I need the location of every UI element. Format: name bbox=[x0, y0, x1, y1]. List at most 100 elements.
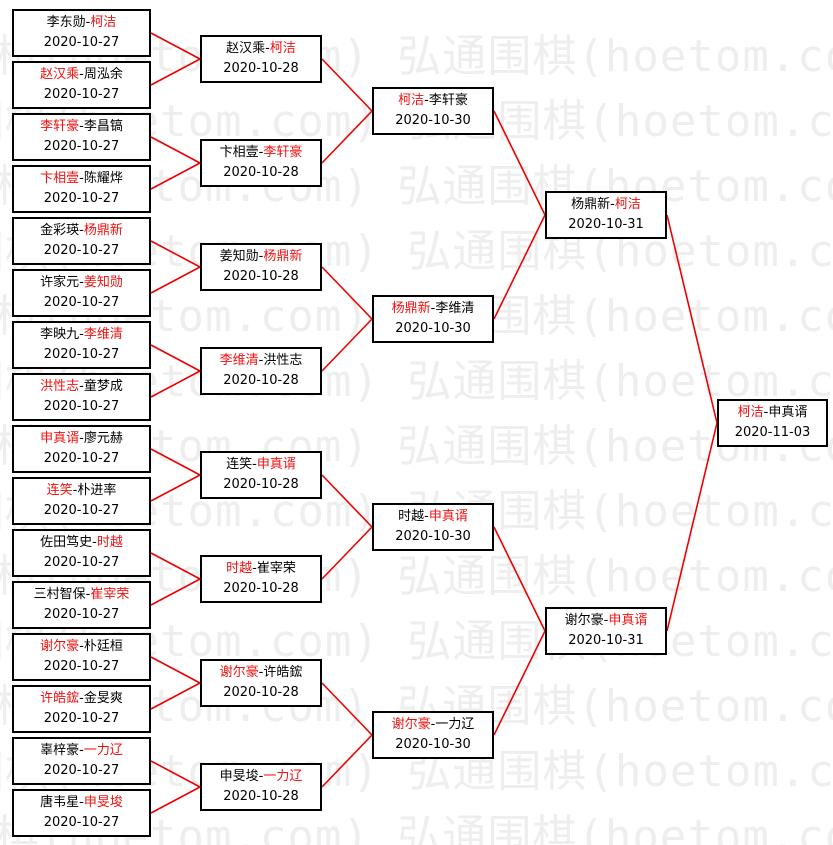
match-date: 2020-10-27 bbox=[43, 243, 120, 258]
match-date: 2020-10-27 bbox=[43, 711, 120, 726]
winner-name: 申旻埈 bbox=[83, 795, 123, 810]
match-date: 2020-11-03 bbox=[734, 425, 811, 440]
match-date: 2020-10-27 bbox=[43, 87, 120, 102]
separator: - bbox=[79, 743, 84, 758]
separator: - bbox=[763, 405, 769, 420]
match-date: 2020-10-28 bbox=[223, 165, 299, 180]
match-players: 李东勋-柯洁 bbox=[14, 13, 149, 33]
separator: - bbox=[79, 379, 84, 394]
separator: - bbox=[79, 67, 84, 82]
match-players: 许家元-姜知勋 bbox=[14, 273, 149, 293]
match-date: 2020-10-27 bbox=[43, 815, 120, 830]
winner-name: 一力辽 bbox=[83, 743, 123, 758]
separator: - bbox=[72, 483, 78, 498]
separator: - bbox=[79, 795, 84, 810]
match-date: 2020-10-27 bbox=[43, 659, 120, 674]
winner-name: 李轩豪 bbox=[263, 145, 303, 160]
connector-line bbox=[321, 266, 373, 320]
match-date: 2020-10-27 bbox=[43, 555, 120, 570]
match-players: 姜知勋-杨鼎新 bbox=[202, 247, 320, 267]
match-box-r5: 柯洁-申真谞 2020-11-03 bbox=[717, 399, 828, 447]
match-players: 辜梓豪-一力辽 bbox=[14, 741, 149, 761]
separator: - bbox=[610, 197, 615, 212]
connector-line bbox=[150, 240, 201, 268]
match-date: 2020-10-27 bbox=[43, 139, 120, 154]
connector-line bbox=[321, 318, 373, 372]
match-date: 2020-10-27 bbox=[43, 191, 120, 206]
player-name: 李东勋 bbox=[46, 15, 86, 30]
match-players: 连笑-朴进率 bbox=[14, 481, 149, 501]
winner-name: 柯洁 bbox=[398, 93, 425, 108]
match-players: 卞相壹-陈耀烨 bbox=[14, 169, 149, 189]
separator: - bbox=[79, 639, 84, 654]
winner-name: 谢尔豪 bbox=[391, 717, 431, 732]
player-name: 崔宰荣 bbox=[256, 561, 296, 576]
separator: - bbox=[252, 457, 257, 472]
match-players: 李轩豪-李昌镐 bbox=[14, 117, 149, 137]
separator: - bbox=[265, 41, 270, 56]
player-name: 童梦成 bbox=[83, 379, 123, 394]
match-box-r2: 连笑-申真谞 2020-10-28 bbox=[200, 451, 322, 499]
connector-line bbox=[493, 214, 546, 320]
winner-name: 谢尔豪 bbox=[219, 665, 259, 680]
connector-line bbox=[150, 656, 201, 684]
player-name: 申旻埈 bbox=[219, 769, 259, 784]
player-name: 辜梓豪 bbox=[40, 743, 80, 758]
connector-line bbox=[666, 422, 718, 632]
winner-name: 李轩豪 bbox=[40, 119, 80, 134]
match-players: 杨鼎新-李维清 bbox=[374, 299, 492, 319]
winner-name: 申真谞 bbox=[40, 431, 80, 446]
match-date: 2020-10-27 bbox=[43, 35, 120, 50]
match-box-r1: 金彩瑛-杨鼎新 2020-10-27 bbox=[12, 217, 151, 265]
winner-name: 柯洁 bbox=[737, 405, 764, 420]
match-date: 2020-10-27 bbox=[43, 451, 120, 466]
connector-line bbox=[321, 58, 373, 112]
separator: - bbox=[430, 717, 436, 732]
player-name: 佐田笃史 bbox=[40, 535, 93, 550]
winner-name: 申真谞 bbox=[256, 457, 296, 472]
match-box-r1: 连笑-朴进率 2020-10-27 bbox=[12, 477, 151, 525]
match-players: 赵汉乘-柯洁 bbox=[202, 39, 320, 59]
winner-name: 李维清 bbox=[219, 353, 259, 368]
separator: - bbox=[79, 431, 84, 446]
match-date: 2020-10-27 bbox=[43, 295, 120, 310]
connector-line bbox=[150, 344, 201, 372]
player-name: 卞相壹 bbox=[219, 145, 259, 160]
separator: - bbox=[85, 587, 91, 602]
match-date: 2020-10-27 bbox=[43, 503, 120, 518]
match-box-r1: 李东勋-柯洁 2020-10-27 bbox=[12, 9, 151, 57]
winner-name: 李维清 bbox=[83, 327, 123, 342]
winner-name: 姜知勋 bbox=[83, 275, 123, 290]
separator: - bbox=[92, 535, 97, 550]
match-players: 李维清-洪性志 bbox=[202, 351, 320, 371]
winner-name: 崔宰荣 bbox=[90, 587, 130, 602]
separator: - bbox=[258, 665, 264, 680]
connector-line bbox=[321, 734, 373, 788]
winner-name: 杨鼎新 bbox=[263, 249, 303, 264]
connector-line bbox=[321, 526, 373, 580]
player-name: 李昌镐 bbox=[83, 119, 123, 134]
connector-line bbox=[150, 136, 201, 164]
connector-line bbox=[150, 448, 201, 476]
match-players: 申旻埈-一力辽 bbox=[202, 767, 320, 787]
separator: - bbox=[424, 93, 429, 108]
player-name: 申真谞 bbox=[768, 405, 808, 420]
match-date: 2020-10-28 bbox=[223, 477, 299, 492]
player-name: 朴进率 bbox=[77, 483, 117, 498]
match-players: 佐田笃史-时越 bbox=[14, 533, 149, 553]
match-players: 连笑-申真谞 bbox=[202, 455, 320, 475]
connector-line bbox=[150, 162, 201, 190]
connector-line bbox=[150, 370, 201, 398]
match-date: 2020-10-28 bbox=[223, 581, 299, 596]
match-players: 金彩瑛-杨鼎新 bbox=[14, 221, 149, 241]
player-name: 周泓余 bbox=[83, 67, 123, 82]
separator: - bbox=[79, 327, 84, 342]
connector-line bbox=[493, 110, 546, 216]
match-players: 时越-申真谞 bbox=[374, 507, 492, 527]
